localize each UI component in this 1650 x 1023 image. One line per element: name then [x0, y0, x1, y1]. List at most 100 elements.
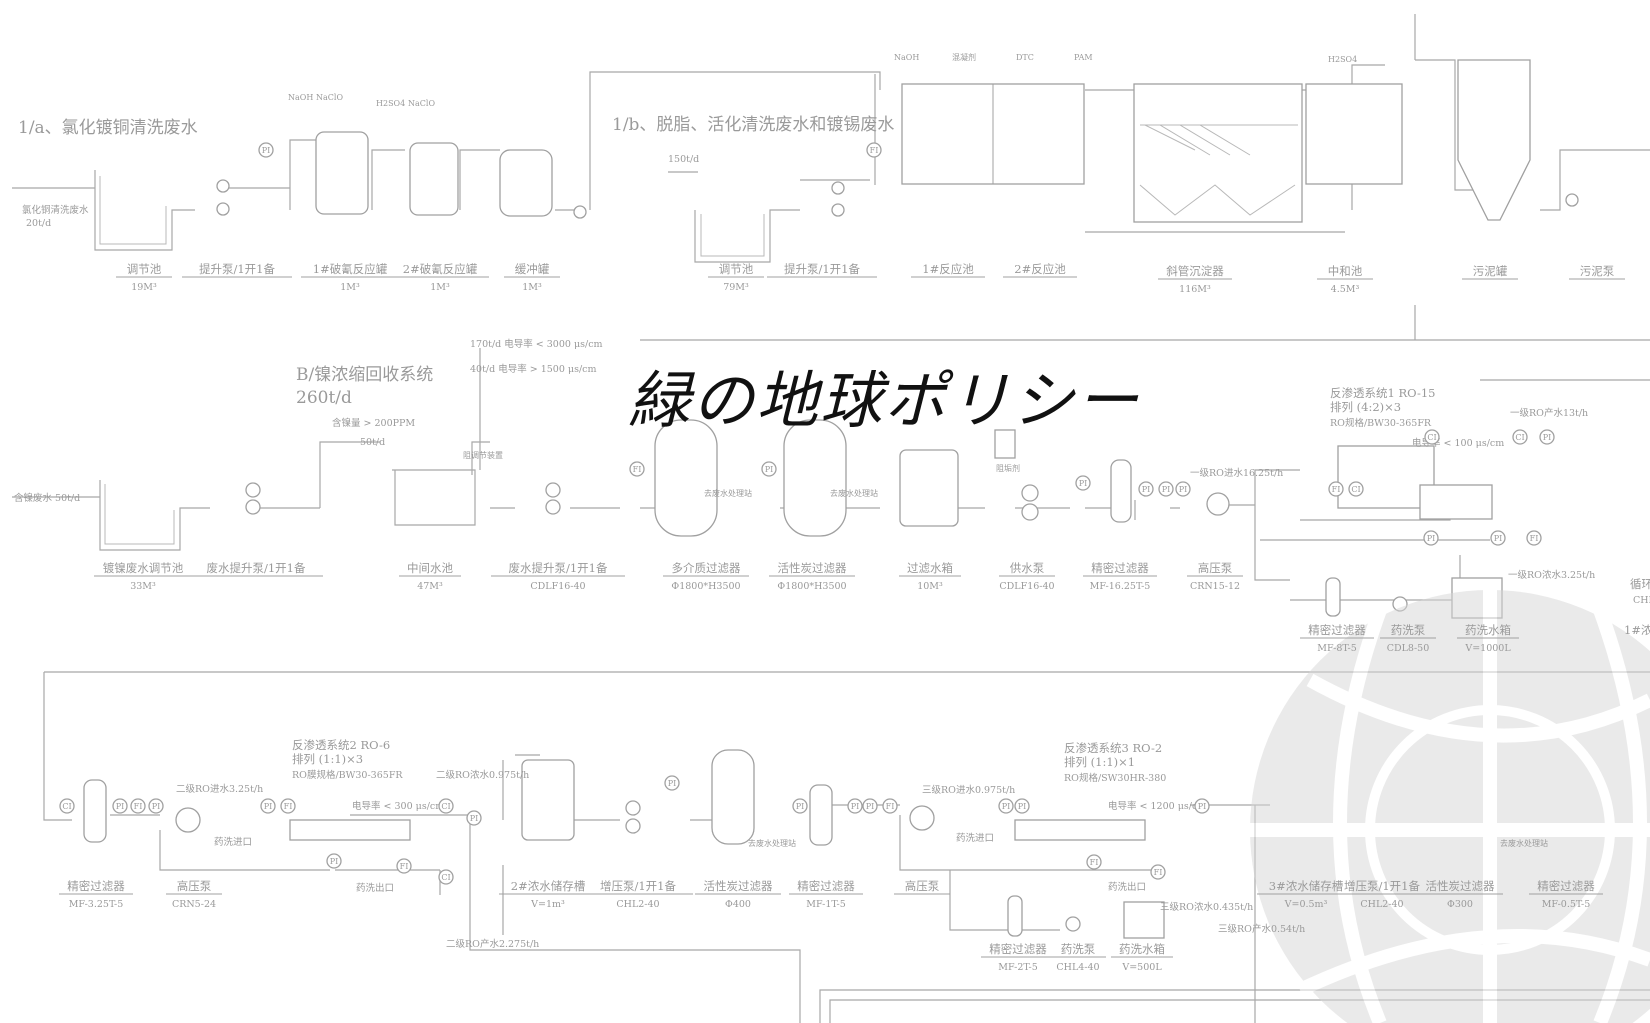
instrument-bubble [1539, 429, 1555, 445]
edge-label: 1#浓水 [1624, 623, 1650, 637]
instrument-bubble [882, 798, 898, 814]
instrument-tag: PI [262, 146, 271, 155]
diagram-labels: 1/a、氯化镀铜清洗废水 氯化铜清洗废水 20t/d 1/b、脱脂、活化清洗废水… [14, 52, 1650, 950]
instrument-tag: FI [134, 802, 143, 811]
instrument-bubble [1423, 530, 1439, 546]
instrument-bubble [326, 853, 342, 869]
equipment-spec: 1M³ [430, 282, 450, 293]
instrument-bubble [998, 798, 1014, 814]
instrument-tag: PI [1002, 802, 1011, 811]
equipment-name: 斜管沉淀器 [1166, 264, 1224, 278]
chemical-label: NaOH [288, 93, 313, 102]
equipment-spec: V=1m³ [530, 899, 565, 910]
instrument-tag: FI [1332, 485, 1341, 494]
instrument-bubble [59, 798, 75, 814]
section-ni-title: B/镍浓缩回收系统 [296, 365, 433, 385]
ro-system-2-title: 反渗透系统2 RO-6 [292, 738, 390, 752]
edge-label: 循环 [1630, 577, 1650, 591]
instrument-bubble [1158, 481, 1174, 497]
instrument-bubble [148, 798, 164, 814]
equipment-name: 提升泵/1开1备 [199, 262, 276, 276]
instrument-tag: FI [284, 802, 293, 811]
equipment-name: 精密过滤器 [1308, 623, 1366, 637]
section-ni-note: 含镍量 > 200PPM [332, 417, 415, 429]
equipment-name: 精密过滤器 [1091, 561, 1149, 575]
equipment-spec: CHL4-40 [1056, 962, 1099, 973]
flow-note: 去废水处理站 [704, 488, 752, 498]
equipment-spec: Φ1800*H3500 [671, 581, 740, 592]
instrument-bubble [438, 798, 454, 814]
equipment-name: 高压泵 [905, 879, 940, 893]
equipment-name: 药洗水箱 [1119, 942, 1165, 956]
instrument-tag: FI [886, 802, 895, 811]
equipment-spec: MF-8T-5 [1317, 643, 1357, 654]
flow-note: 去废水处理站 [830, 488, 878, 498]
instrument-tag: PI [1162, 485, 1171, 494]
instrument-bubble [862, 798, 878, 814]
instrument-bubble [629, 461, 645, 477]
equipment-name: 缓冲罐 [515, 262, 550, 276]
flow-note: 170t/d 电导率 < 3000 μs/cm [470, 338, 603, 350]
globe-watermark-icon [1250, 590, 1650, 1023]
ro-system-3-arrangement: 排列 (1:1)×1 [1064, 755, 1135, 769]
equipment-name: 药洗水箱 [1465, 623, 1511, 637]
equipment-spec: 33M³ [130, 581, 156, 592]
equipment-spec: 10M³ [917, 581, 943, 592]
chemical-label: H2SO4 [1328, 55, 1357, 64]
instrument-tag: PI [1543, 433, 1552, 442]
equipment-name: 2#破氰反应罐 [403, 262, 478, 276]
flow-note: 一级RO产水13t/h [1510, 407, 1588, 419]
instrument-tag: FI [1154, 868, 1163, 877]
instrument-bubble [438, 869, 454, 885]
equipment-name: 2#反应池 [1014, 262, 1066, 276]
flow-note: 药洗进口 [214, 836, 252, 848]
instrument-tag: PI [1179, 485, 1188, 494]
equipment-name: 精密过滤器 [797, 879, 855, 893]
ro-system-3-membrane: RO规格/SW30HR-380 [1064, 772, 1166, 784]
chemical-label: 阻调节装置 [463, 450, 503, 460]
flow-note: 去废水处理站 [1500, 838, 1548, 848]
watermark-text: 緑の地球ポリシー [628, 364, 1141, 437]
instrument-bubble [792, 798, 808, 814]
instrument-tag: CI [1351, 485, 1360, 494]
instrument-bubble [1150, 864, 1166, 880]
equipment-name: 调节池 [127, 262, 162, 276]
instrument-bubble [280, 798, 296, 814]
chemical-label: DTC [1016, 53, 1034, 62]
ro-system-1-arrangement: 排列 (4:2)×3 [1330, 400, 1401, 414]
section-ni-capacity: 260t/d [296, 388, 352, 408]
flow-note: 药洗出口 [356, 882, 394, 894]
equipment-name: 过滤水箱 [907, 561, 953, 575]
equipment-name: 活性炭过滤器 [704, 879, 773, 893]
flow-note: 电导率 < 1200 μs/cm [1108, 800, 1206, 812]
equipment-name: 污泥罐 [1473, 264, 1508, 278]
equipment-spec: MF-16.25T-5 [1090, 581, 1151, 592]
instrument-bubble [258, 142, 274, 158]
equipment-spec: Φ1800*H3500 [777, 581, 846, 592]
flow-note: 三级RO浓水0.435t/h [1160, 901, 1253, 913]
instrument-bubble [664, 775, 680, 791]
flow-note: 三级RO进水0.975t/h [922, 784, 1015, 796]
instrument-tag: PI [152, 802, 161, 811]
instrument-bubble [1424, 429, 1440, 445]
equipment-name: 供水泵 [1010, 561, 1045, 575]
flow-note: 去废水处理站 [748, 838, 796, 848]
instrument-bubble [112, 798, 128, 814]
equipment-name: 精密过滤器 [1537, 879, 1595, 893]
instrument-tag: FI [870, 146, 879, 155]
instrument-tag: PI [470, 814, 479, 823]
instrument-bubble [260, 798, 276, 814]
flow-note: 三级RO产水0.54t/h [1218, 923, 1305, 935]
instrument-tag: CI [62, 802, 71, 811]
chemical-label: H2SO4 [376, 99, 405, 108]
equipment-spec: V=0.5m³ [1284, 899, 1328, 910]
equipment-name: 药洗泵 [1391, 623, 1426, 637]
instrument-tag: PI [765, 465, 774, 474]
equipment-spec: V=1000L [1464, 643, 1511, 654]
equipment-name: 高压泵 [177, 879, 212, 893]
instrument-tag: FI [1530, 534, 1539, 543]
chemical-label: PAM [1074, 53, 1093, 62]
equipment-spec: 47M³ [417, 581, 443, 592]
instrument-bubble [1328, 481, 1344, 497]
equipment-name: 提升泵/1开1备 [784, 262, 861, 276]
